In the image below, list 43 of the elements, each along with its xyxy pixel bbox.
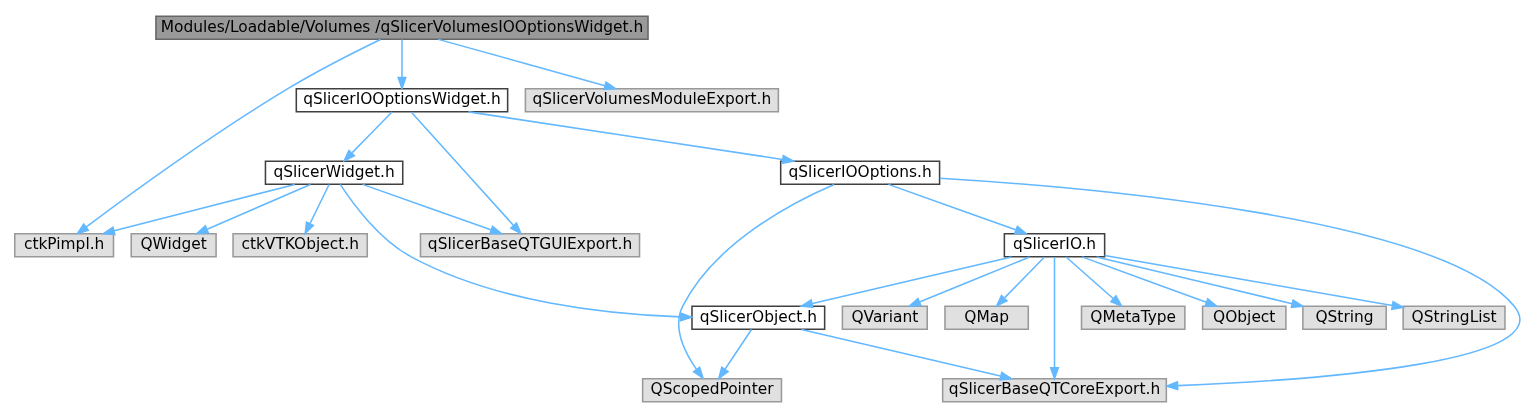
node-box: qSlicerObject.h — [691, 304, 826, 330]
arrow — [75, 38, 382, 235]
arrow — [717, 328, 753, 380]
arrow — [939, 176, 1521, 390]
node-box: Modules/Loadable/Volumes /qSlicerVolumesIOOptionsWidget.h — [155, 14, 649, 40]
arrow — [397, 38, 407, 91]
arrow — [339, 183, 694, 322]
node-box: QScopedPointer — [641, 377, 783, 403]
node-box: qSlicerIO.h — [1003, 232, 1106, 258]
arrow — [995, 255, 1046, 308]
arrow — [194, 183, 312, 235]
node-box: QString — [1302, 304, 1387, 330]
node-box: qSlicerVolumesModuleExport.h — [524, 87, 780, 113]
node-box: qSlicerBaseQTCoreExport.h — [941, 377, 1168, 403]
node-box: qSlicerBaseQTGUIExport.h — [419, 232, 641, 258]
node-box: QStringList — [1402, 304, 1506, 330]
arrow — [1103, 254, 1406, 310]
arrow — [1049, 255, 1060, 381]
node-box: QVariant — [841, 304, 928, 330]
node-box: QWidget — [130, 232, 217, 258]
node-box: qSlicerWidget.h — [264, 159, 404, 185]
arrow — [1081, 255, 1219, 307]
arrow — [907, 255, 1031, 307]
arrow — [678, 183, 835, 380]
node-box: qSlicerIOOptionsWidget.h — [295, 87, 509, 113]
arrow — [361, 183, 504, 234]
arrow — [437, 38, 618, 90]
node-box: ctkVTKObject.h — [232, 232, 369, 258]
arrow — [799, 255, 1013, 308]
node-box: qSlicerIOOptions.h — [779, 159, 941, 185]
arrow — [467, 110, 796, 164]
arrow — [1065, 255, 1124, 307]
node-box: QObject — [1201, 304, 1287, 330]
node-box: QMetaType — [1080, 304, 1186, 330]
arrow — [800, 328, 1014, 381]
arrow — [304, 183, 330, 235]
arrow — [342, 110, 393, 163]
node-box: ctkPimpl.h — [14, 232, 115, 258]
arrow — [410, 110, 523, 235]
node-box: QMap — [944, 304, 1030, 330]
arrow — [101, 183, 296, 235]
arrow — [1095, 255, 1306, 308]
arrow — [887, 183, 1029, 234]
